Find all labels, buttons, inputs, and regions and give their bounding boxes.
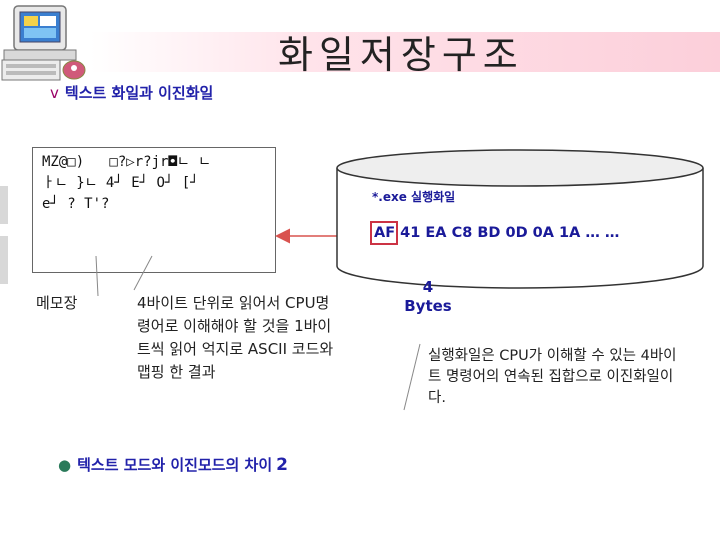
notepad-content: MZ@□) □?▷r?jr◘ㄴ ㄴㅏㄴ }ㄴ 4┘ E┘ O┘ [┘ e┘ ? T… — [42, 152, 211, 215]
notepad-view — [32, 147, 276, 273]
first-byte-highlight — [370, 221, 398, 245]
title-banner — [90, 32, 720, 72]
subtitle-text: 텍스트 화일과 이진화일 — [64, 84, 214, 102]
section-subtitle: v 텍스트 화일과 이진화일 — [50, 82, 213, 103]
computer-clipart-icon — [1, 5, 86, 81]
notepad-line: ㅏㄴ }ㄴ 4┘ E┘ O┘ [┘ — [42, 175, 199, 191]
bullet-icon: v — [50, 84, 59, 102]
side-tab — [0, 236, 8, 284]
footnote-number: 2 — [276, 455, 289, 475]
footnote-text: 텍스트 모드와 이진모드의 차이 — [77, 456, 273, 474]
notepad-label: 메모장 — [36, 294, 78, 312]
notepad-line: e┘ ? T'? — [42, 196, 110, 212]
exe-explanation: 실행화일은 CPU가 이해할 수 있는 4바이트 명령어의 연속된 집합으로 이… — [428, 348, 677, 406]
side-tab — [0, 186, 8, 224]
exe-file-label: *.exe 실행화일 — [372, 190, 456, 204]
page-title: 화일저장구조 — [278, 33, 524, 77]
disk-cylinder — [336, 149, 704, 289]
notepad-explanation: 4바이트 단위로 읽어서 CPU명령어로 이해해야 할 것을 1바이트씩 읽어 … — [137, 294, 334, 381]
bytes-label: 4 Bytes — [398, 278, 458, 316]
bytes-unit: Bytes — [404, 297, 452, 315]
bytes-count: 4 — [422, 278, 434, 296]
hex-bytes: AF 41 EA C8 BD 0D 0A 1A … … — [374, 225, 620, 241]
notepad-line: MZ@□) □?▷r?jr◘ㄴ ㄴ — [42, 154, 212, 170]
bullet-dot-icon: ● — [58, 456, 72, 474]
